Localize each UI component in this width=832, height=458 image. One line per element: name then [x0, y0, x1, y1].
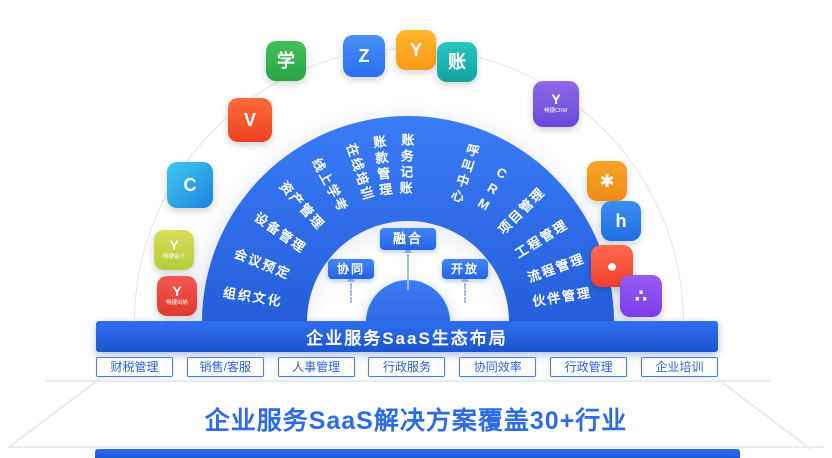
app-icon-crm: Y 畅捷CRM: [533, 81, 579, 127]
app-icon-ledger: 账: [437, 42, 477, 82]
app-icon-cashier: Y 畅捷出纳: [157, 276, 197, 316]
app-icon-glyph: Y: [172, 283, 182, 300]
category-item: 人事管理: [277, 357, 355, 377]
app-icon-sublabel: 畅捷CRM: [544, 108, 568, 115]
app-icon-v: V: [228, 98, 272, 142]
app-icon-glyph: Y: [409, 40, 422, 60]
app-icon-glyph: 学: [277, 51, 295, 71]
up-arrow-head: [461, 276, 469, 282]
ring-label: 账务记账: [397, 132, 415, 198]
app-icon-glyph: ✱: [599, 171, 615, 191]
app-icon-glyph: ●: [606, 256, 618, 276]
app-icon-accounting: Y 畅捷会计: [154, 230, 194, 270]
floor-line: [8, 446, 824, 448]
app-icon-h: h: [601, 201, 641, 241]
floor-line: [46, 380, 770, 382]
category-item: 行政管理: [550, 357, 628, 377]
app-icon-glyph: Y: [169, 237, 179, 254]
bottom-banner-strip: [95, 449, 740, 458]
app-icon-team: ∴: [620, 275, 662, 317]
app-icon-glyph: ∴: [634, 286, 648, 306]
fusion-box: 融合: [380, 228, 436, 250]
app-icon-glyph: Z: [358, 46, 370, 66]
up-arrow-head: [404, 247, 412, 253]
solutions-title: 企业服务SaaS解决方案覆盖30+行业: [204, 407, 628, 435]
app-icon-glyph: h: [615, 211, 627, 231]
app-icon-glyph: 账: [448, 52, 466, 72]
category-item: 协同效率: [459, 357, 537, 377]
open-box: 开放: [442, 259, 488, 279]
app-icon-bee: ✱: [587, 161, 627, 201]
app-icon-glyph: C: [183, 175, 197, 195]
app-icon-glyph: Y: [551, 91, 561, 108]
category-item: 财税管理: [96, 357, 173, 377]
app-icon-z: Z: [343, 35, 385, 77]
app-icon-chanjet-logo: C: [167, 162, 213, 208]
category-item: 企业培训: [640, 357, 718, 377]
app-icon-y: Y: [396, 30, 436, 70]
up-arrow-line-dashed: [464, 283, 466, 303]
synergy-box: 协同: [328, 259, 374, 279]
category-item: 行政服务: [368, 357, 446, 377]
category-bar: 财税管理 销售/客服 人事管理 行政服务 协同效率 行政管理 企业培训: [96, 357, 718, 377]
up-arrow-line-dashed: [350, 283, 352, 303]
app-icon-study: 学: [266, 41, 306, 81]
up-arrow-head: [347, 276, 355, 282]
app-icon-sublabel: 畅捷会计: [163, 254, 185, 261]
category-item: 销售/客服: [186, 357, 264, 377]
up-arrow-line: [407, 254, 409, 290]
app-icon-glyph: V: [243, 110, 256, 130]
ecosystem-banner: 企业服务SaaS生态布局: [96, 321, 718, 352]
banner-title: 企业服务SaaS生态布局: [306, 329, 508, 348]
app-icon-sublabel: 畅捷出纳: [166, 300, 188, 307]
